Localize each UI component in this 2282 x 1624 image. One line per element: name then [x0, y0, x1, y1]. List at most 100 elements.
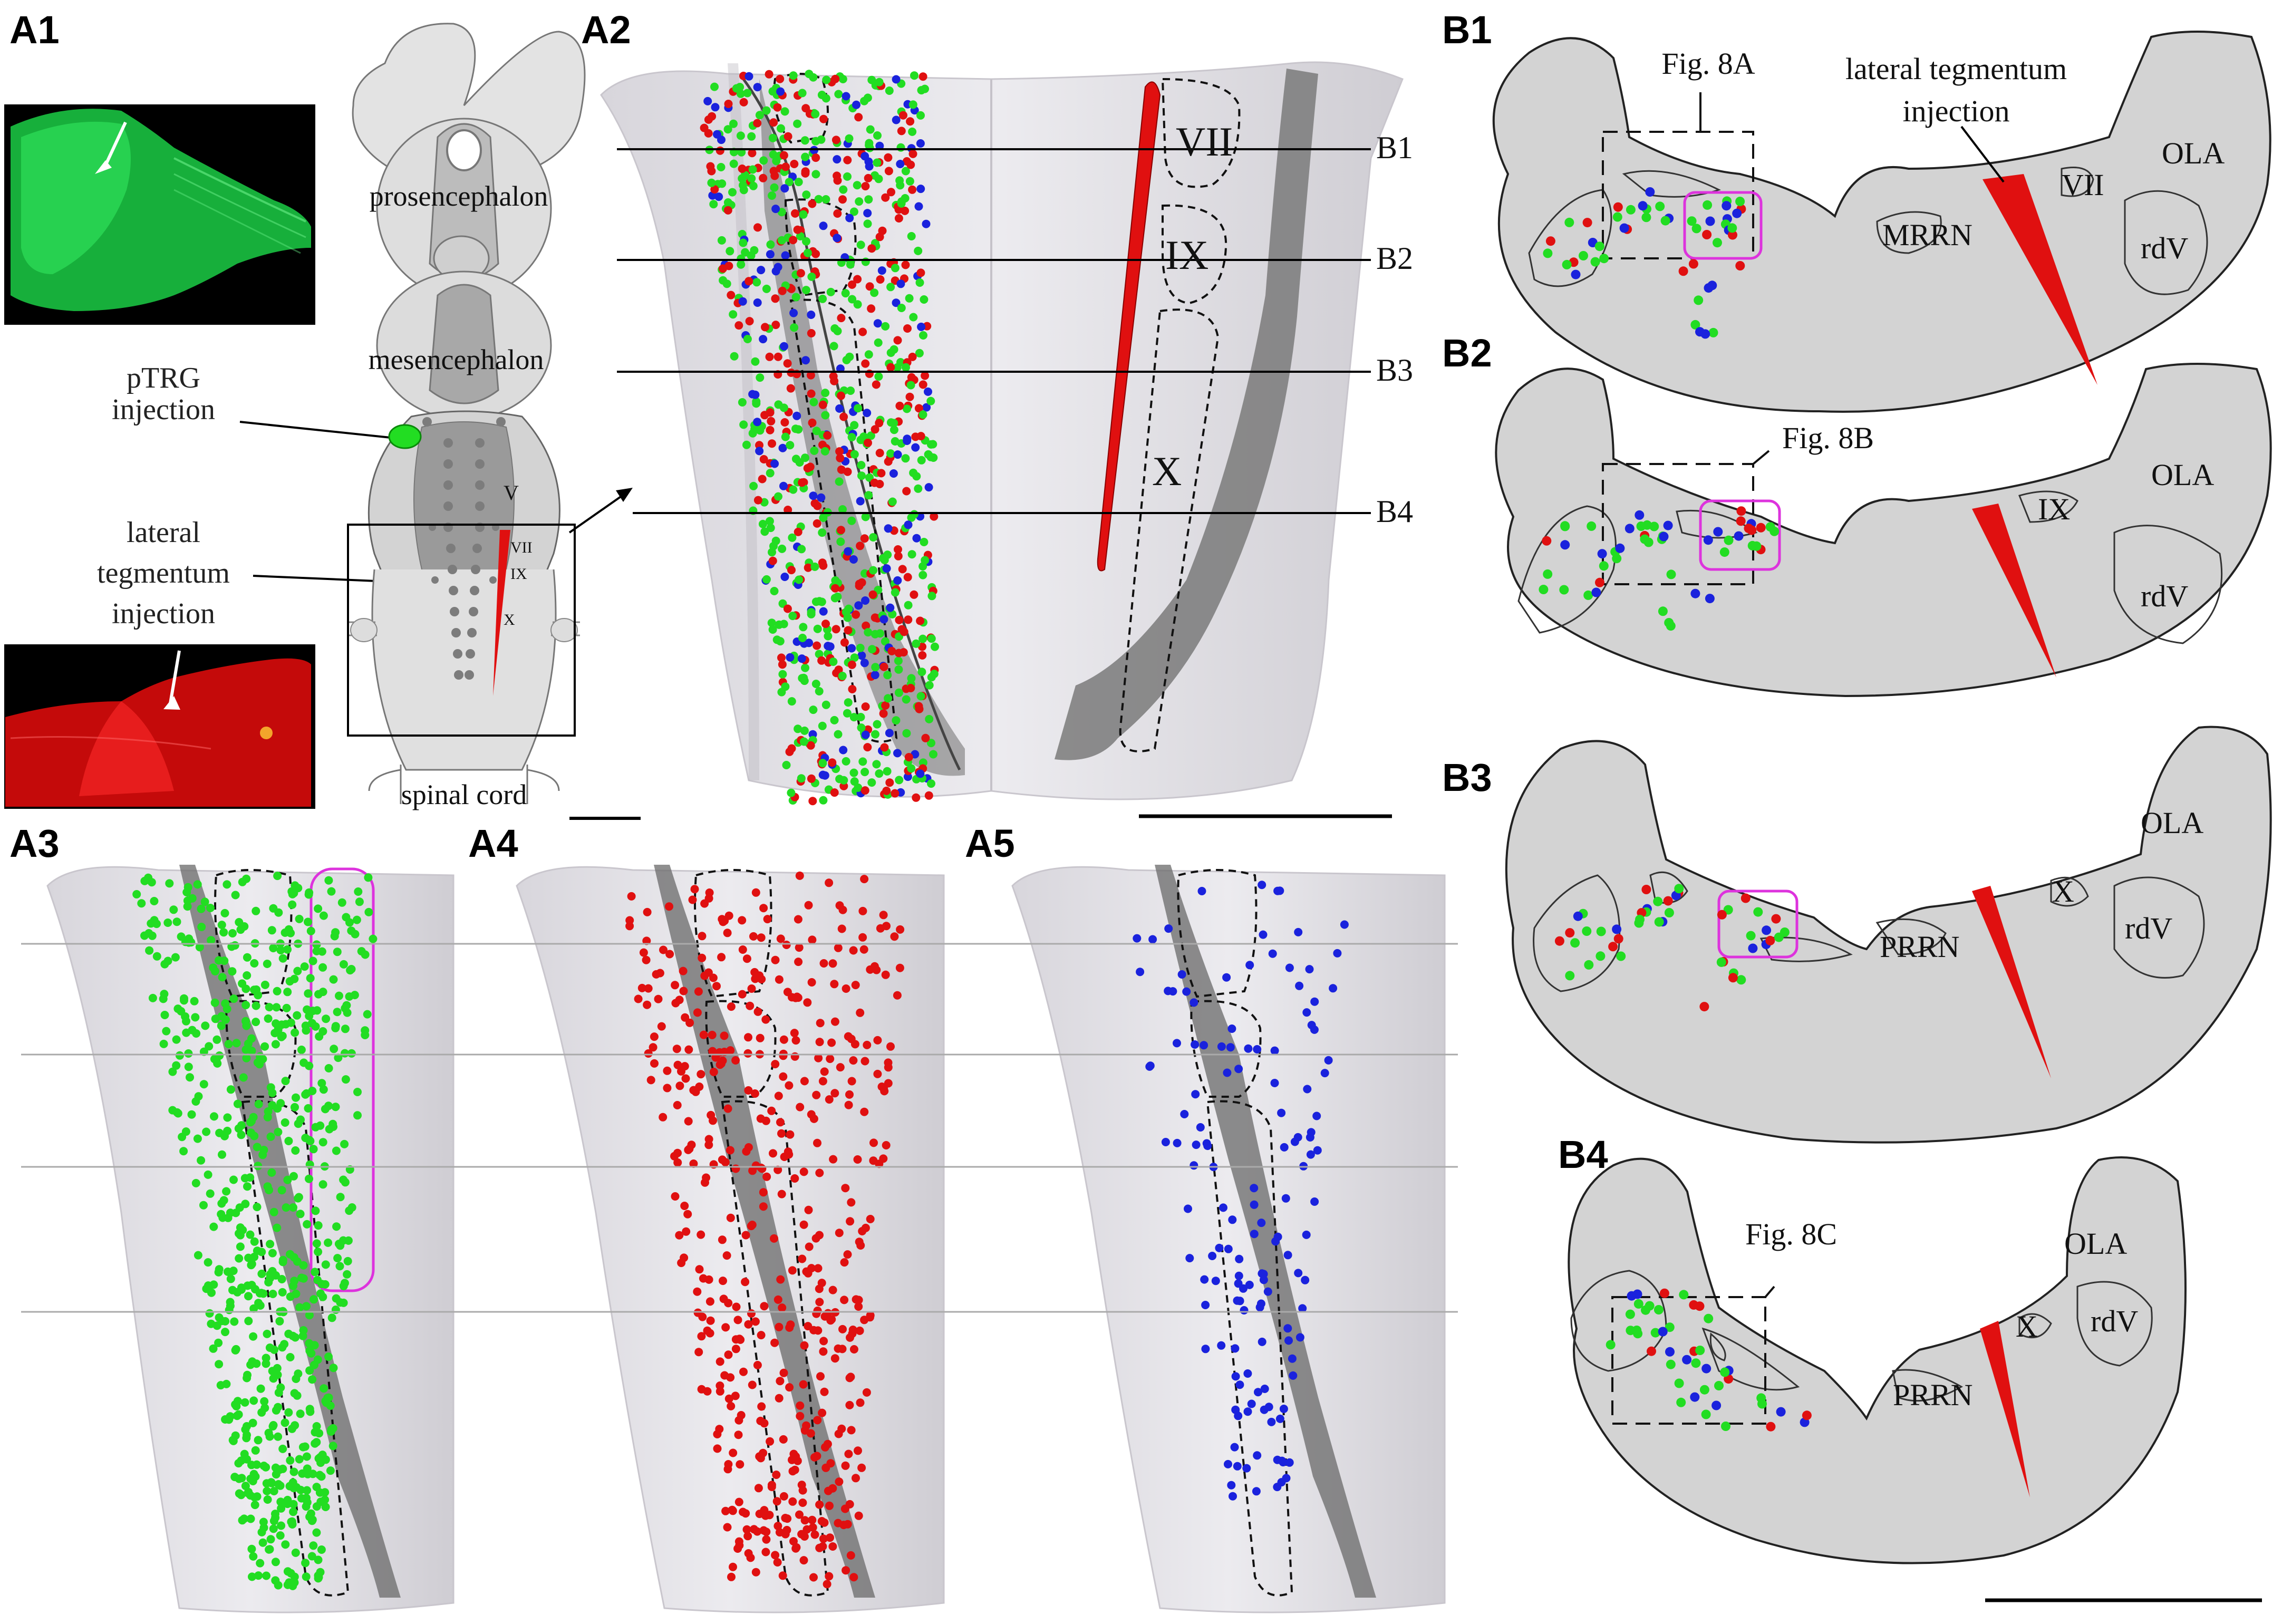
neuron-dot — [253, 1203, 262, 1212]
neuron-dot — [843, 613, 852, 622]
neuron-dot — [802, 1421, 810, 1430]
neuron-dot — [1699, 1385, 1709, 1395]
neuron-dot — [921, 556, 930, 565]
neuron-dot — [893, 363, 902, 372]
neuron-dot — [749, 481, 758, 490]
neuron-dot — [1659, 1288, 1669, 1298]
neuron-dot — [917, 86, 926, 95]
neuron-dot — [353, 1088, 362, 1096]
neuron-dot — [1559, 585, 1569, 595]
neuron-dot — [1259, 930, 1268, 939]
neuron-dot — [769, 542, 778, 550]
neuron-dot — [788, 993, 796, 1002]
b1-ola-label: OLA — [2162, 136, 2225, 170]
neuron-dot — [809, 705, 818, 714]
neuron-dot — [718, 1235, 727, 1244]
neuron-dot — [701, 1178, 709, 1187]
neuron-dot — [896, 279, 905, 288]
neuron-dot — [1200, 1041, 1208, 1050]
neuron-dot — [780, 418, 789, 427]
neuron-dot — [302, 1302, 311, 1311]
neuron-dot — [689, 1159, 698, 1168]
neuron-dot — [795, 458, 804, 467]
neuron-dot — [267, 1478, 276, 1487]
neuron-dot — [1570, 938, 1580, 948]
neuron-dot — [1565, 928, 1575, 938]
neuron-dot — [889, 426, 898, 434]
neuron-dot — [1564, 217, 1574, 227]
panel-label-a1: A1 — [9, 8, 60, 52]
neuron-dot — [760, 1419, 769, 1428]
neuron-dot — [815, 687, 824, 695]
neuron-dot — [1666, 569, 1676, 579]
neuron-dot — [1294, 927, 1303, 936]
neuron-dot — [744, 1143, 753, 1152]
neuron-dot — [854, 1446, 862, 1455]
neuron-dot — [801, 169, 810, 178]
neuron-dot — [871, 425, 879, 434]
neuron-dot — [1302, 1230, 1311, 1239]
neuron-dot — [866, 1313, 874, 1322]
neuron-dot — [241, 1001, 250, 1010]
neuron-dot — [369, 934, 378, 943]
neuron-dot — [807, 774, 816, 783]
neuron-dot — [250, 959, 259, 968]
neuron-dot — [838, 1325, 847, 1333]
neuron-dot — [844, 1449, 853, 1458]
neuron-dot — [829, 658, 838, 666]
neuron-dot — [240, 1449, 249, 1458]
neuron-dot — [723, 1104, 732, 1113]
neuron-dot — [296, 1409, 305, 1418]
neuron-dot — [1289, 1371, 1298, 1380]
neuron-dot — [804, 563, 813, 572]
neuron-dot — [896, 925, 905, 934]
neuron-dot — [268, 1267, 277, 1275]
neuron-dot — [191, 1178, 200, 1187]
neuron-dot — [1625, 1309, 1635, 1319]
neuron-dot — [819, 959, 828, 968]
neuron-dot — [907, 232, 916, 240]
neuron-dot — [873, 1036, 882, 1045]
neuron-dot — [830, 1354, 839, 1363]
neuron-dot — [250, 1237, 259, 1246]
neuron-dot — [752, 399, 761, 408]
neuron-dot — [1285, 963, 1294, 972]
neuron-dot — [919, 331, 927, 340]
neuron-dot — [819, 114, 828, 123]
neuron-dot — [221, 1328, 229, 1337]
neuron-dot — [828, 758, 837, 767]
neuron-dot — [801, 356, 810, 365]
neuron-dot — [212, 1035, 221, 1044]
neuron-dot — [883, 671, 892, 680]
neuron-dot — [738, 165, 747, 173]
b4-prrn-label: PRRN — [1893, 1378, 1973, 1412]
neuron-dot — [837, 924, 846, 933]
neuron-dot — [809, 491, 818, 500]
neuron-dot — [894, 665, 903, 674]
neuron-dot — [1243, 1407, 1252, 1416]
neuron-dot — [283, 988, 292, 997]
neuron-dot — [148, 993, 157, 1002]
b3-cell-dots — [1554, 884, 1790, 1012]
neuron-dot — [842, 757, 850, 766]
neuron-dot — [850, 450, 859, 459]
neuron-dot — [694, 1348, 703, 1357]
neuron-dot — [271, 1558, 280, 1567]
neuron-dot — [896, 160, 905, 168]
neuron-dot — [1288, 1354, 1297, 1363]
neuron-dot — [1659, 531, 1669, 542]
neuron-dot — [929, 750, 937, 759]
neuron-dot — [311, 1268, 320, 1277]
neuron-dot — [1613, 202, 1623, 212]
neuron-dot — [268, 1088, 277, 1097]
neuron-dot — [894, 552, 903, 560]
neuron-dot — [778, 660, 787, 669]
neuron-dot — [783, 1514, 792, 1523]
neuron-dot — [900, 627, 908, 636]
neuron-dot — [267, 926, 276, 935]
neuron-dot — [276, 946, 285, 954]
neuron-dot — [673, 1158, 682, 1167]
neuron-dot — [835, 901, 844, 910]
neuron-dot — [1665, 1347, 1675, 1357]
neuron-dot — [776, 934, 785, 943]
